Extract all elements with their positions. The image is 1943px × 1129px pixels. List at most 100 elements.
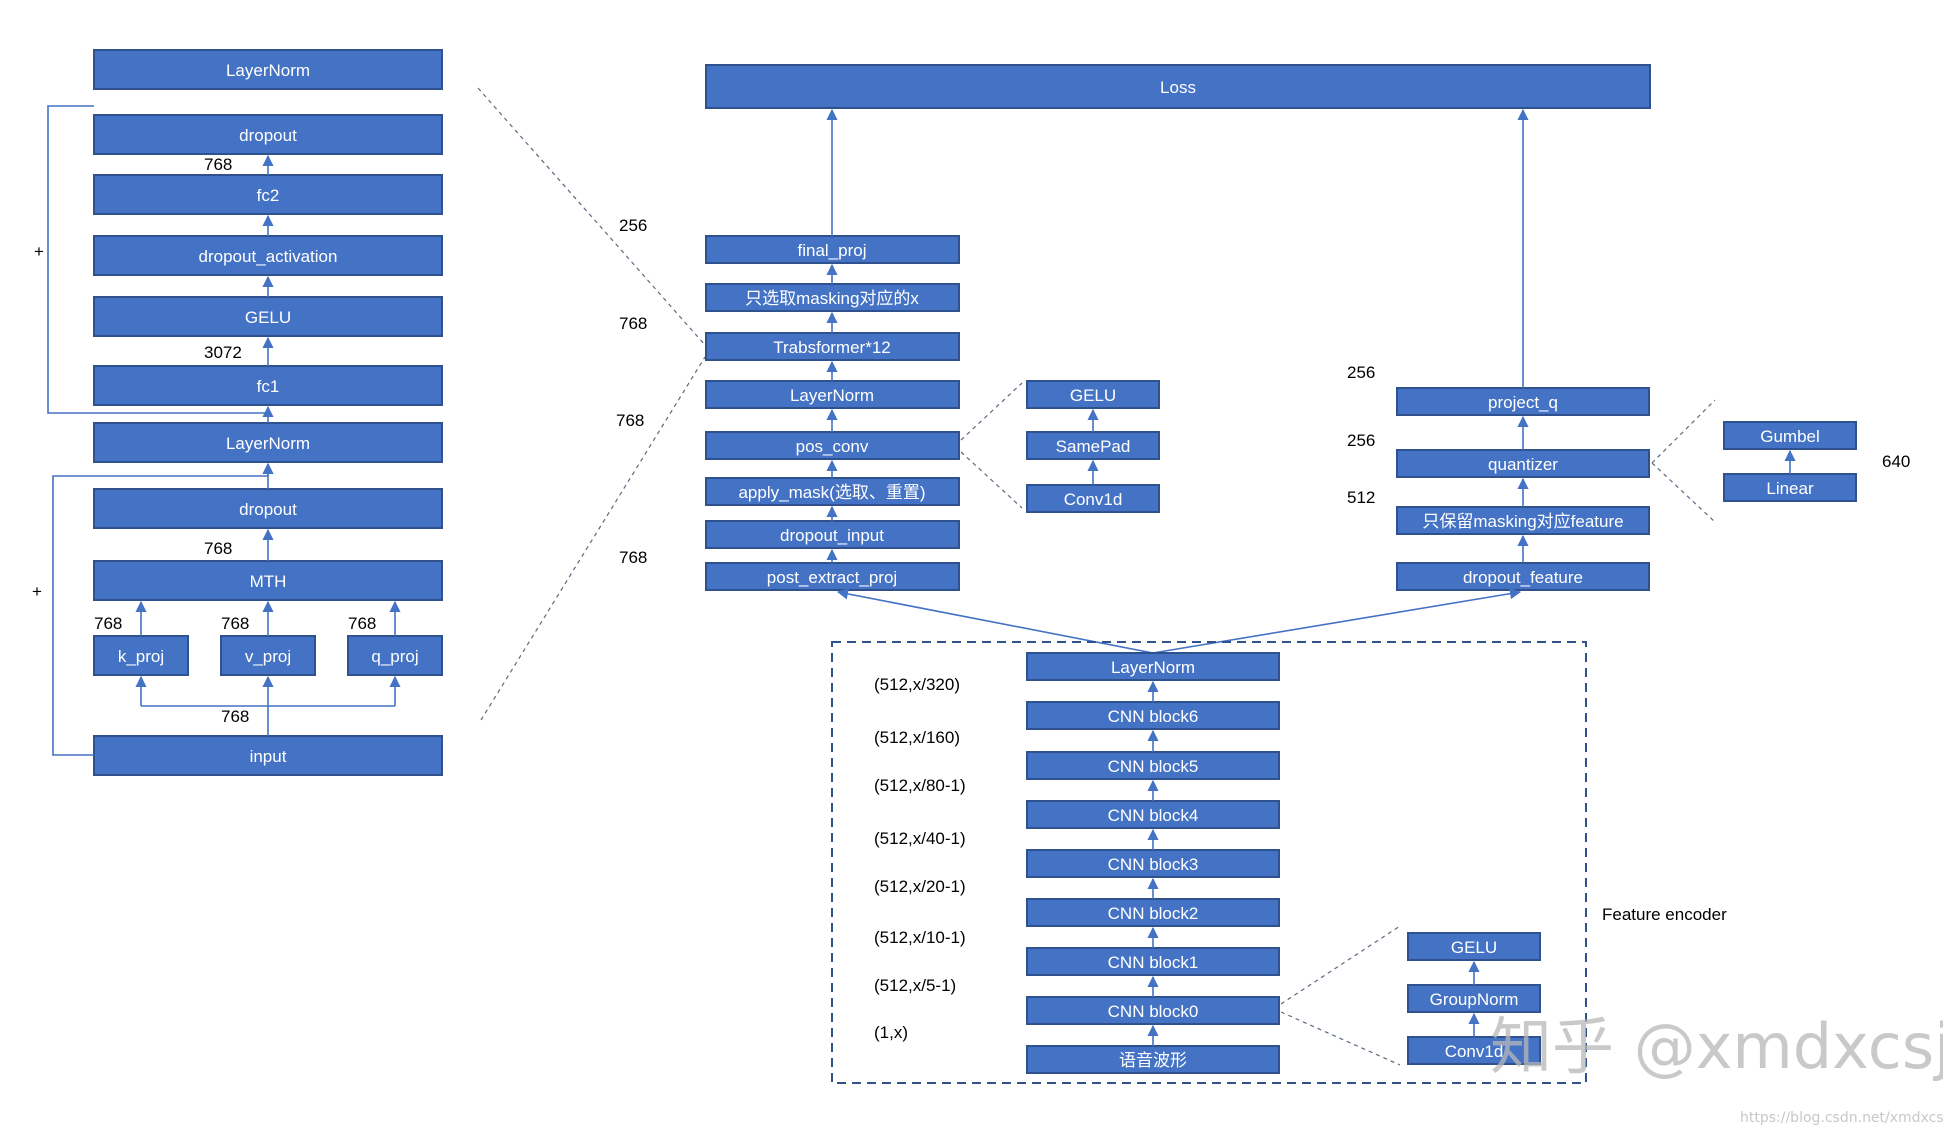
zoom-poscv-bottom xyxy=(960,451,1023,509)
linear-label: Linear xyxy=(1766,479,1814,498)
block-gelu-label: GELU xyxy=(1451,938,1497,957)
left-k-proj-box: k_proj xyxy=(93,635,189,676)
encoder-layernorm-box: LayerNorm xyxy=(1026,652,1280,681)
dim-middle-768-a: 768 xyxy=(619,314,647,333)
cnn-block1-label: CNN block1 xyxy=(1108,953,1199,972)
dropout-feature-label: dropout_feature xyxy=(1463,568,1583,587)
feature-encoder-title: Feature encoder xyxy=(1602,905,1727,924)
transformer-label: Trabsformer*12 xyxy=(773,338,890,357)
cnn-block6-label: CNN block6 xyxy=(1108,707,1199,726)
dim-middle-768-b: 768 xyxy=(616,411,644,430)
apply-mask-box: apply_mask(选取、重置) xyxy=(705,477,960,506)
left-dropout-activation-label: dropout_activation xyxy=(199,247,338,266)
left-layernorm-top-box: LayerNorm xyxy=(93,49,443,90)
left-fc2-box: fc2 xyxy=(93,174,443,215)
block-conv1d-label: Conv1d xyxy=(1445,1042,1504,1061)
select-masking-label: 只选取masking对应的x xyxy=(745,289,919,308)
cnn-block5-box: CNN block5 xyxy=(1026,751,1280,780)
select-masking-box: 只选取masking对应的x xyxy=(705,283,960,312)
left-input-box: input xyxy=(93,735,443,776)
left-mth-label: MTH xyxy=(250,572,287,591)
cnn-block4-label: CNN block4 xyxy=(1108,806,1199,825)
left-dropout-top-box: dropout xyxy=(93,114,443,155)
left-q-proj-box: q_proj xyxy=(347,635,443,676)
post-extract-proj-label: post_extract_proj xyxy=(767,568,897,587)
arrow-encoder-to-postextract xyxy=(836,588,1154,654)
dim-q: 768 xyxy=(348,614,376,633)
cnn-block0-label: CNN block0 xyxy=(1108,1002,1199,1021)
post-extract-proj-box: post_extract_proj xyxy=(705,562,960,591)
left-layernorm-mid-label: LayerNorm xyxy=(226,434,310,453)
feature-encoder-frame xyxy=(831,641,1587,1084)
final-proj-box: final_proj xyxy=(705,235,960,264)
transformer-box: Trabsformer*12 xyxy=(705,332,960,361)
dropout-input-label: dropout_input xyxy=(780,526,884,545)
pos-gelu-label: GELU xyxy=(1070,386,1116,405)
cnn-block3-label: CNN block3 xyxy=(1108,855,1199,874)
dim-right-256-a: 256 xyxy=(1347,363,1375,382)
dim-quant-640: 640 xyxy=(1882,452,1910,471)
left-input-label: input xyxy=(250,747,287,766)
cnn-block0-box: CNN block0 xyxy=(1026,996,1280,1025)
shape-label-5: (512,x/10-1) xyxy=(874,928,966,947)
groupnorm-label: GroupNorm xyxy=(1430,990,1519,1009)
dim-fc2: 768 xyxy=(204,155,232,174)
cnn-block6-box: CNN block6 xyxy=(1026,701,1280,730)
left-transformer-detail: LayerNorm dropout fc2 dropout_activation… xyxy=(32,49,443,776)
dim-fc1: 3072 xyxy=(204,343,242,362)
plus-top: + xyxy=(34,242,44,261)
zoom-poscv-top xyxy=(960,382,1023,441)
project-q-label: project_q xyxy=(1488,393,1558,412)
pos-conv1d-label: Conv1d xyxy=(1064,490,1123,509)
samepad-label: SamePad xyxy=(1056,437,1131,456)
dim-middle-768-c: 768 xyxy=(619,548,647,567)
left-gelu-label: GELU xyxy=(245,308,291,327)
cnn-block4-box: CNN block4 xyxy=(1026,800,1280,829)
quantizer-label: quantizer xyxy=(1488,455,1558,474)
watermark-text: 知乎 @xmdxcsj xyxy=(1490,1010,1943,1083)
zoom-block-bottom xyxy=(1280,1011,1401,1066)
plus-bottom: + xyxy=(32,582,42,601)
shape-label-4: (512,x/20-1) xyxy=(874,877,966,896)
zoom-line-bottom xyxy=(480,356,706,721)
loss-label: Loss xyxy=(1160,78,1196,97)
middle-layernorm-label: LayerNorm xyxy=(790,386,874,405)
left-dropout-top-label: dropout xyxy=(239,126,297,145)
cnn-block5-label: CNN block5 xyxy=(1108,757,1199,776)
final-proj-label: final_proj xyxy=(798,241,867,260)
left-dropout-activation-box: dropout_activation xyxy=(93,235,443,276)
middle-layernorm-box: LayerNorm xyxy=(705,380,960,409)
left-fc1-label: fc1 xyxy=(257,377,280,396)
zoom-block-top xyxy=(1280,925,1401,1005)
left-fc1-box: fc1 xyxy=(93,365,443,406)
quantizer-box: quantizer xyxy=(1396,449,1650,478)
loss-box: Loss xyxy=(705,64,1651,109)
zoom-quant-bottom xyxy=(1651,462,1716,523)
cnn-block2-box: CNN block2 xyxy=(1026,898,1280,927)
gumbel-box: Gumbel xyxy=(1723,421,1857,450)
pos-conv-box: pos_conv xyxy=(705,431,960,460)
left-mth-box: MTH xyxy=(93,560,443,601)
dim-right-512: 512 xyxy=(1347,488,1375,507)
left-dropout-bottom-label: dropout xyxy=(239,500,297,519)
left-v-proj-label: v_proj xyxy=(245,647,291,666)
groupnorm-box: GroupNorm xyxy=(1407,984,1541,1013)
pos-gelu-box: GELU xyxy=(1026,380,1160,409)
residual-bottom-line xyxy=(52,475,268,756)
waveform-label: 语音波形 xyxy=(1119,1051,1187,1070)
right-column: project_q quantizer 只保留masking对应feature … xyxy=(1347,108,1650,591)
keep-masking-box: 只保留masking对应feature xyxy=(1396,506,1650,535)
block-gelu-box: GELU xyxy=(1407,932,1541,961)
pos-conv-detail: GELU SamePad Conv1d xyxy=(960,380,1160,513)
left-layernorm-top-label: LayerNorm xyxy=(226,61,310,80)
shape-label-3: (512,x/40-1) xyxy=(874,829,966,848)
dim-k: 768 xyxy=(94,614,122,633)
apply-mask-label: apply_mask(选取、重置) xyxy=(738,483,925,502)
gumbel-label: Gumbel xyxy=(1760,427,1820,446)
dropout-input-box: dropout_input xyxy=(705,520,960,549)
cnn-block3-box: CNN block3 xyxy=(1026,849,1280,878)
watermark-url: https://blog.csdn.net/xmdxcsj xyxy=(1740,1110,1943,1126)
left-k-proj-label: k_proj xyxy=(118,647,164,666)
shape-label-2: (512,x/80-1) xyxy=(874,776,966,795)
